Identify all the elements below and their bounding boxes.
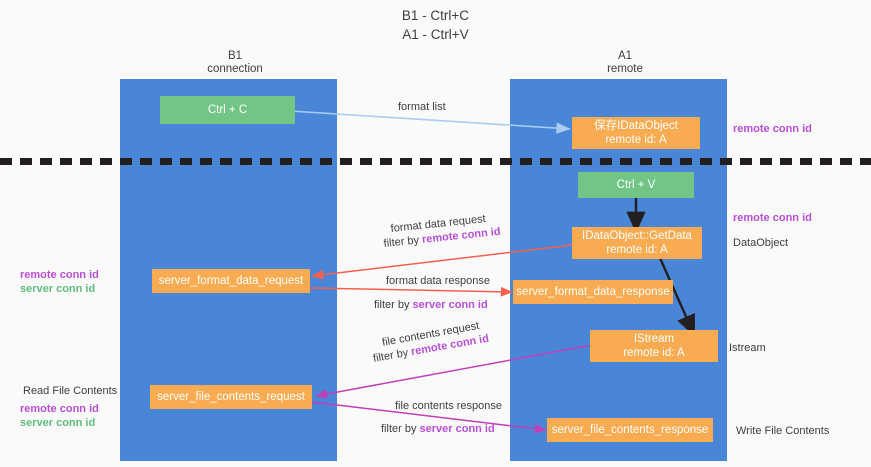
title-line-1: B1 - Ctrl+C: [401, 8, 470, 23]
lane-header-a1-line2: remote: [607, 63, 643, 75]
node-idataobject-getdata[interactable]: IDataObject::GetData remote id: A: [572, 227, 702, 259]
node-save-idataobject-sub: remote id: A: [605, 134, 667, 146]
node-idataobject-getdata-sub: remote id: A: [606, 244, 668, 256]
right-annotation-remote-conn-id-1: remote conn id: [733, 123, 812, 135]
right-annotation-remote-conn-id-2: remote conn id: [733, 212, 812, 224]
lane-header-b1-line2: connection: [207, 63, 263, 75]
left-remote-conn-id-1: remote conn id: [20, 269, 99, 281]
lane-header-b1-line1: B1: [227, 50, 243, 62]
node-server-format-data-response-label: server_format_data_response: [516, 286, 670, 298]
page-title: B1 - Ctrl+C A1 - Ctrl+V: [0, 6, 871, 44]
left-annotation-read-file-contents: Read File Contents: [23, 385, 118, 397]
left-annotation-keys-2: remote conn id server conn id: [20, 402, 99, 430]
node-server-file-contents-response-label: server_file_contents_response: [551, 424, 709, 436]
node-ctrl-c[interactable]: Ctrl + C: [160, 96, 295, 124]
node-istream-label: IStream: [633, 333, 675, 345]
node-ctrl-v[interactable]: Ctrl + V: [578, 172, 694, 198]
left-remote-conn-id-2: remote conn id: [20, 403, 99, 415]
right-annotation-write-file-contents: Write File Contents: [736, 425, 830, 437]
lane-header-a1: A1 remote: [510, 50, 740, 76]
left-server-conn-id-1: server conn id: [20, 283, 96, 295]
edge-label-format-list: format list: [398, 101, 446, 113]
edge-label-filter-server-1: filter by server conn id: [374, 298, 488, 313]
left-annotation-keys-1: remote conn id server conn id: [20, 268, 99, 296]
node-save-idataobject-label: 保存IDataObject: [594, 120, 678, 132]
node-server-format-data-response[interactable]: server_format_data_response: [513, 280, 673, 304]
filter-prefix-3: filter by: [372, 346, 413, 365]
edge-label-format-data-response: format data response: [386, 275, 490, 287]
filter-prefix-4: filter by: [381, 423, 420, 435]
node-ctrl-c-label: Ctrl + C: [207, 104, 248, 116]
right-annotation-dataobject: DataObject: [733, 237, 789, 249]
filter-prefix-2: filter by: [374, 299, 413, 311]
filter-prefix-1: filter by: [383, 233, 423, 250]
filter-key-server-1: server conn id: [412, 299, 488, 311]
node-istream[interactable]: IStream remote id: A: [590, 330, 718, 362]
right-annotation-istream: Istream: [729, 342, 766, 354]
node-idataobject-getdata-label: IDataObject::GetData: [582, 230, 692, 242]
node-server-file-contents-response[interactable]: server_file_contents_response: [547, 418, 713, 442]
node-save-idataobject[interactable]: 保存IDataObject remote id: A: [572, 117, 700, 149]
section-divider: [0, 158, 871, 165]
lane-header-b1: B1 connection: [120, 50, 350, 76]
title-line-2: A1 - Ctrl+V: [402, 27, 469, 42]
node-ctrl-v-label: Ctrl + V: [616, 179, 656, 191]
node-server-file-contents-request[interactable]: server_file_contents_request: [150, 385, 312, 409]
node-server-format-data-request[interactable]: server_format_data_request: [152, 269, 310, 293]
node-istream-sub: remote id: A: [623, 347, 685, 359]
edge-label-file-contents-response: file contents response: [395, 400, 503, 412]
node-server-file-contents-request-label: server_file_contents_request: [157, 391, 305, 403]
edge-label-filter-server-2: filter by server conn id: [381, 422, 495, 437]
filter-key-server-2: server conn id: [419, 423, 495, 435]
lane-header-a1-line1: A1: [617, 50, 633, 62]
left-server-conn-id-2: server conn id: [20, 417, 96, 429]
node-server-format-data-request-label: server_format_data_request: [158, 275, 304, 287]
